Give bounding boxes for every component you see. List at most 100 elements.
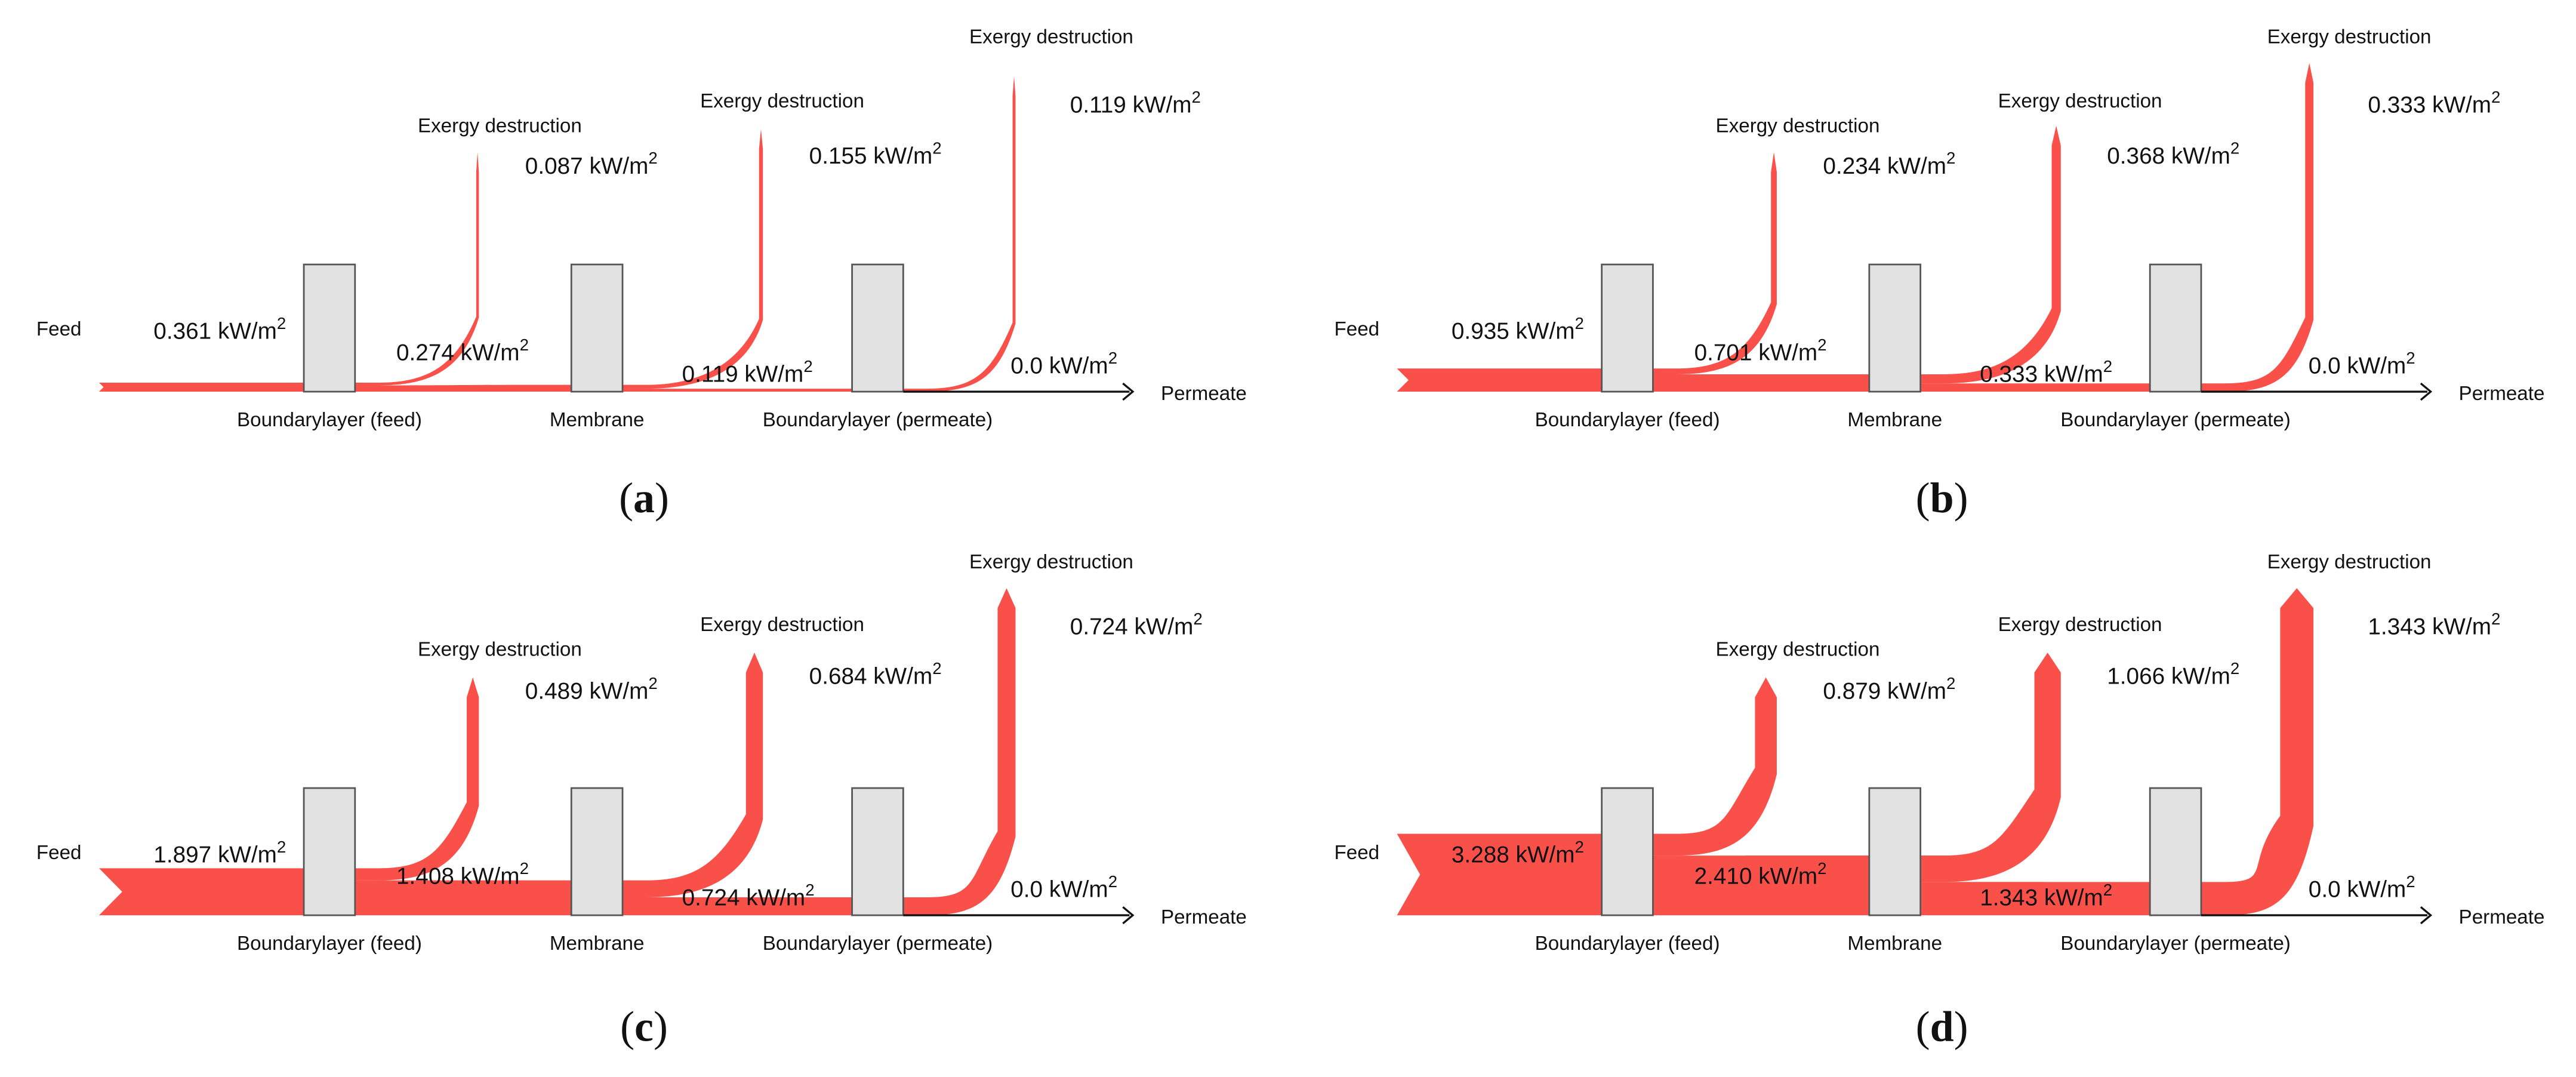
- feed-value-label-unit-exponent: 2: [277, 314, 286, 333]
- caption-paren-close: ): [654, 1002, 668, 1050]
- caption-letter: a: [633, 474, 655, 522]
- exergy-destruction-value-1-value: 0.234 kW/m: [1823, 153, 1946, 179]
- caption-paren-close: ): [1954, 474, 1968, 522]
- stage2-output-label: 1.343 kW/m2: [1980, 881, 2112, 911]
- stage3-output-label-unit-exponent: 2: [1108, 349, 1117, 367]
- main-stream-2: [623, 389, 852, 392]
- stage-box-3: [851, 263, 904, 393]
- exergy-destruction-stream-3: [903, 588, 1016, 916]
- main-stream-2: [623, 897, 852, 916]
- caption-paren-open: (: [1916, 474, 1930, 522]
- exergy-destruction-title-1: Exergy destruction: [1716, 639, 1880, 661]
- flow-layer: [1397, 588, 2314, 916]
- stage1-output-label: 0.274 kW/m2: [396, 336, 529, 366]
- stage2-output-label-unit-exponent: 2: [2103, 357, 2112, 376]
- exergy-destruction-value-3-value: 0.119 kW/m: [1070, 92, 1192, 118]
- feed-value-label-value: 3.288 kW/m: [1452, 842, 1575, 868]
- exergy-destruction-value-3: 0.333 kW/m2: [2368, 88, 2500, 118]
- feed-label: Feed: [36, 318, 82, 340]
- exergy-destruction-value-2-unit-exponent: 2: [2230, 659, 2239, 678]
- stage3-output-label-unit-exponent: 2: [2406, 872, 2415, 891]
- exergy-destruction-value-2-value: 0.368 kW/m: [2107, 143, 2230, 169]
- exergy-destruction-value-1-value: 0.087 kW/m: [525, 153, 649, 179]
- main-stream-1: [355, 880, 572, 916]
- stage-box-3: [851, 787, 904, 916]
- feed-value-label: 0.361 kW/m2: [153, 314, 286, 344]
- feed-stream: [99, 383, 304, 392]
- exergy-destruction-stream-3: [2201, 63, 2314, 392]
- stage1-output-label: 2.410 kW/m2: [1694, 859, 1827, 890]
- stage-box-2: [1868, 787, 1922, 916]
- stage-box-1: [303, 787, 356, 916]
- caption-letter: d: [1930, 1002, 1954, 1050]
- stage2-output-label: 0.724 kW/m2: [682, 881, 815, 911]
- stage1-output-label: 0.701 kW/m2: [1694, 336, 1827, 366]
- stage1-output-label-unit-exponent: 2: [520, 859, 529, 878]
- exergy-destruction-title-2: Exergy destruction: [1998, 90, 2162, 112]
- exergy-destruction-value-3-value: 0.333 kW/m: [2368, 92, 2491, 118]
- stage1-output-label-unit-exponent: 2: [520, 336, 529, 354]
- stage-label-3: Boundarylayer (permeate): [2060, 933, 2291, 955]
- exergy-destruction-value-2: 0.155 kW/m2: [809, 139, 942, 170]
- feed-value-label: 3.288 kW/m2: [1452, 838, 1584, 868]
- feed-value-label-value: 0.935 kW/m: [1452, 319, 1575, 344]
- exergy-destruction-stream-2: [1920, 653, 2061, 882]
- stage-box-1: [1601, 263, 1654, 393]
- stage1-output-label-unit-exponent: 2: [1817, 859, 1826, 878]
- feed-value-label-unit-exponent: 2: [277, 838, 286, 856]
- stage-box-2: [1868, 263, 1922, 393]
- exergy-destruction-value-2-unit-exponent: 2: [932, 139, 941, 158]
- exergy-destruction-value-1-unit-exponent: 2: [648, 674, 657, 693]
- exergy-destruction-title-2: Exergy destruction: [700, 90, 864, 112]
- flow-layer: [99, 76, 1016, 392]
- exergy-destruction-value-2-unit-exponent: 2: [2230, 139, 2239, 158]
- stage-box-3: [2149, 263, 2202, 393]
- flow-layer: [99, 588, 1016, 916]
- stage-label-3: Boundarylayer (permeate): [763, 409, 993, 431]
- stage-label-2: Membrane: [550, 409, 645, 431]
- exergy-destruction-title-1: Exergy destruction: [1716, 115, 1880, 137]
- stage1-output-label-value: 1.408 kW/m: [396, 863, 520, 889]
- permeate-arrow-head: [1122, 382, 1135, 401]
- exergy-destruction-value-1: 0.087 kW/m2: [525, 149, 658, 179]
- main-stream-1: [355, 384, 572, 392]
- exergy-destruction-value-1-unit-exponent: 2: [1946, 149, 1955, 167]
- stage-box-1: [1601, 787, 1654, 916]
- permeate-arrow-head: [1122, 906, 1135, 925]
- permeate-arrow-head: [2420, 906, 2433, 925]
- stage2-output-label-value: 0.333 kW/m: [1980, 361, 2103, 387]
- stage2-output-label-unit-exponent: 2: [803, 357, 812, 376]
- panel-caption: (c): [620, 1002, 668, 1050]
- stage3-output-label-unit-exponent: 2: [1108, 872, 1117, 891]
- exergy-destruction-value-2-value: 1.066 kW/m: [2107, 664, 2230, 690]
- stage1-output-label-value: 0.701 kW/m: [1694, 340, 1818, 365]
- stage-box-2: [570, 263, 624, 393]
- exergy-destruction-stream-1: [1653, 677, 1777, 856]
- main-stream-2: [1920, 383, 2150, 392]
- stage2-output-label-value: 0.119 kW/m: [682, 361, 804, 387]
- stage2-output-label-value: 0.724 kW/m: [682, 885, 806, 910]
- stage-box-3: [2149, 787, 2202, 916]
- caption-paren-open: (: [619, 474, 633, 522]
- exergy-destruction-value-1-value: 0.489 kW/m: [525, 679, 649, 704]
- stage-label-1: Boundarylayer (feed): [237, 933, 422, 955]
- exergy-destruction-stream-1: [355, 677, 479, 881]
- flow-layer: [1397, 63, 2314, 392]
- exergy-destruction-value-2: 1.066 kW/m2: [2107, 659, 2239, 690]
- exergy-destruction-title-1: Exergy destruction: [418, 115, 582, 137]
- stage-box-2: [570, 787, 624, 916]
- stage2-output-label: 0.119 kW/m2: [682, 357, 813, 387]
- feed-value-label: 1.897 kW/m2: [153, 838, 286, 868]
- permeate-label: Permeate: [1161, 906, 1247, 928]
- exergy-destruction-value-1-unit-exponent: 2: [1946, 674, 1955, 693]
- panel-caption: (d): [1916, 1002, 1968, 1050]
- feed-stream: [99, 868, 304, 916]
- stage3-output-label: 0.0 kW/m2: [2309, 872, 2415, 903]
- exergy-destruction-title-3: Exergy destruction: [2267, 26, 2432, 48]
- stage1-output-label-value: 2.410 kW/m: [1694, 863, 1818, 889]
- exergy-destruction-value-2: 0.684 kW/m2: [809, 659, 942, 690]
- exergy-destruction-stream-3: [2201, 588, 2314, 916]
